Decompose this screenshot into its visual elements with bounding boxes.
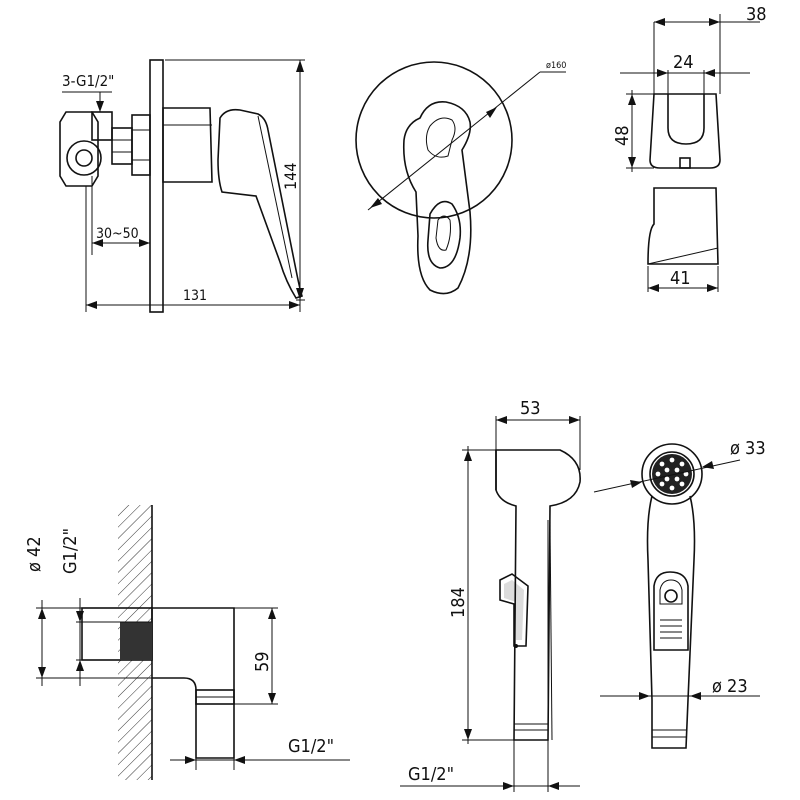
holder-side-view <box>647 187 719 292</box>
hand-shower-side-view <box>400 416 581 792</box>
wall-connector-height-label: 59 <box>252 651 273 672</box>
mixer-depth-label: 30~50 <box>96 226 139 242</box>
holder-height-label: 48 <box>612 125 633 146</box>
mixer-side-view <box>59 59 305 313</box>
hand-shower-length-label: 184 <box>448 587 469 618</box>
mixer-diameter-label: ø160 <box>546 61 566 71</box>
holder-front-view <box>620 14 760 172</box>
hand-shower-thread-label: G1/2" <box>408 764 454 785</box>
mixer-thread-label: 3-G1/2" <box>62 72 114 90</box>
mixer-height-label: 144 <box>281 163 300 190</box>
wall-connector-view <box>36 505 350 780</box>
hand-shower-head-diameter-label: ø 33 <box>730 438 766 459</box>
mixer-front-view <box>355 61 566 295</box>
holder-depth-label: 41 <box>670 268 691 289</box>
hand-shower-front-view <box>593 443 760 749</box>
mixer-length-label: 131 <box>183 288 207 304</box>
wall-connector-diameter-label: ø 42 <box>24 536 45 572</box>
holder-width-outer-label: 38 <box>746 4 767 25</box>
hand-shower-handle-diameter-label: ø 23 <box>712 676 748 697</box>
hand-shower-width-label: 53 <box>520 398 541 419</box>
wall-connector-outlet-thread-label: G1/2" <box>288 736 334 757</box>
holder-width-inner-label: 24 <box>673 52 694 73</box>
wall-connector-thread-label: G1/2" <box>60 528 81 574</box>
